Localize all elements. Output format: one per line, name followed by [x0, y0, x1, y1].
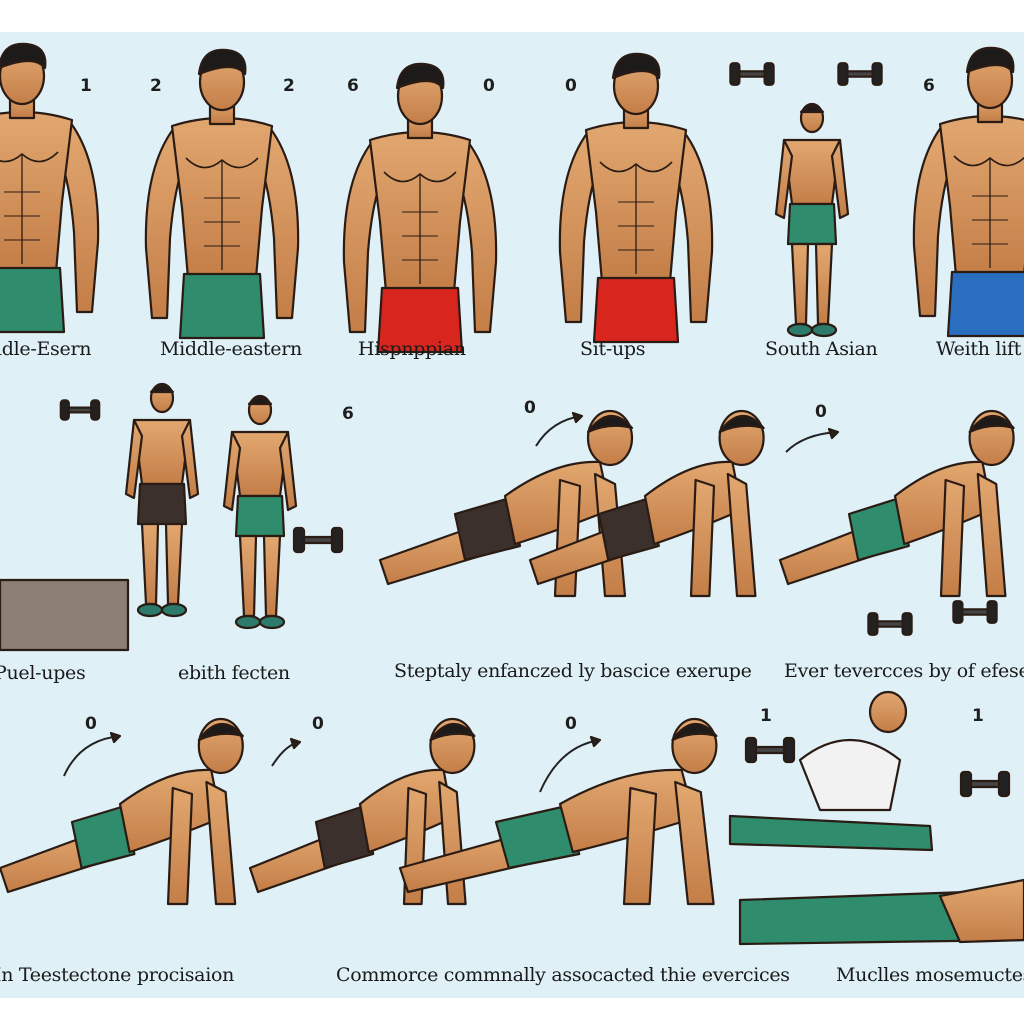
- figure-pushup-1: [0, 717, 244, 906]
- figure-standing-black-shorts: [124, 382, 200, 618]
- caption-middle-eastern-1: ldle-Esern: [0, 338, 92, 360]
- dumbbell-icon: [867, 612, 913, 636]
- arrow-icon: [785, 427, 840, 453]
- dumbbell-icon: [744, 736, 796, 764]
- step-number: 1: [760, 706, 772, 726]
- step-number: 2: [283, 76, 295, 96]
- caption-south-asian: South Asian: [765, 338, 878, 360]
- step-number: 0: [85, 714, 97, 734]
- figure-dumbbell-row: [778, 409, 1015, 598]
- arrow-icon: [535, 411, 584, 447]
- figure-middle-eastern-1: [0, 42, 100, 334]
- figure-kneeling-pushup-2: [528, 409, 765, 598]
- dumbbell-icon: [952, 600, 998, 624]
- caption-sit-ups: Sit-ups: [580, 338, 646, 360]
- exercise-illustration: [0, 42, 1024, 946]
- caption-testosterone: In Teestectone procisaion: [0, 964, 235, 986]
- figure-middle-eastern-2: [144, 48, 300, 340]
- figure-weight-lift: [912, 46, 1024, 338]
- arrow-icon: [539, 735, 602, 793]
- caption-weight-lift: Weith lift: [936, 338, 1022, 360]
- dumbbell-icon: [837, 62, 883, 86]
- step-number: 0: [524, 398, 536, 418]
- step-number: 0: [483, 76, 495, 96]
- step-number: 2: [150, 76, 162, 96]
- figure-pushup-3: [398, 717, 718, 906]
- step-number: 0: [565, 714, 577, 734]
- figure-sit-ups: [558, 52, 714, 344]
- dumbbell-icon: [959, 770, 1011, 798]
- caption-muscles: Muclles mosemuctes ar: [836, 964, 1024, 986]
- step-number: 6: [923, 76, 935, 96]
- illustration-canvas: 1 2 2 6 0 0 6 ldle-Esern Middle-eastern …: [0, 32, 1024, 998]
- caption-ever-exercises: Ever tevercces by of efese puct: [784, 660, 1024, 682]
- step-number: 6: [347, 76, 359, 96]
- step-number: 1: [972, 706, 984, 726]
- caption-enhanced-exercise: Steptaly enfanczed ly bascice exerupe: [394, 660, 752, 682]
- dumbbell-icon: [292, 526, 344, 554]
- figure-lying-plank: [738, 878, 1024, 946]
- figure-hispanic: [342, 62, 498, 354]
- figure-standing-green-shorts: [222, 394, 298, 630]
- step-number: 1: [80, 76, 92, 96]
- figure-lying-stretch: [728, 690, 934, 852]
- dumbbell-icon: [729, 62, 775, 86]
- stone-block: [0, 578, 130, 652]
- dumbbell-icon: [59, 399, 101, 421]
- caption-middle-eastern-2: Middle-eastern: [160, 338, 302, 360]
- step-number: 0: [312, 714, 324, 734]
- arrow-icon: [271, 737, 302, 767]
- figure-kneeling-pushup-1: [378, 409, 634, 598]
- step-number: 0: [565, 76, 577, 96]
- step-number: 0: [815, 402, 827, 422]
- arrow-icon: [63, 731, 122, 777]
- step-number: 6: [342, 404, 354, 424]
- caption-pull-ups: Puel-upes: [0, 662, 86, 684]
- figure-south-asian-press: [774, 102, 850, 338]
- caption-hispanic: Hispnppian: [358, 338, 466, 360]
- caption-commonly-associated: Commorce commnally assocacted thie everc…: [336, 964, 790, 986]
- caption-ebith-fecten: ebith fecten: [178, 662, 290, 684]
